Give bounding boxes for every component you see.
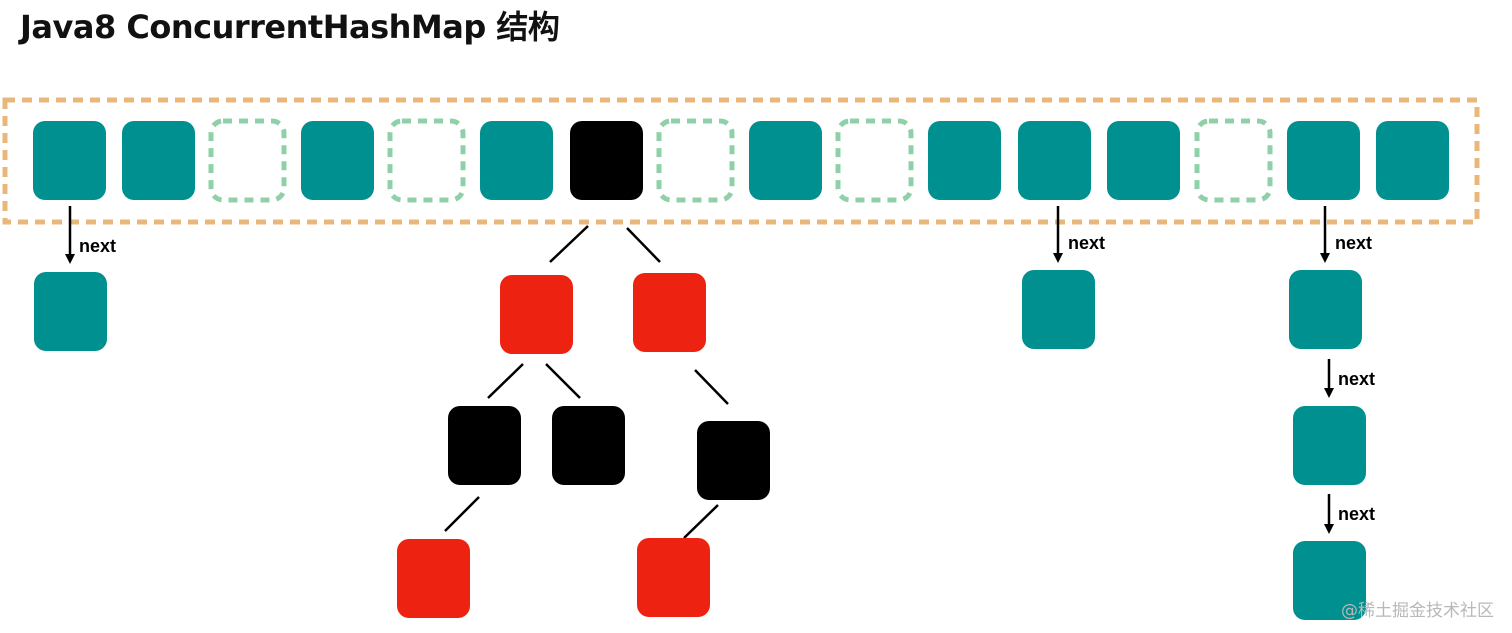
chain-node xyxy=(1293,406,1366,485)
tree-node-black xyxy=(448,406,521,485)
bucket-node xyxy=(480,121,553,200)
hash-table-slots xyxy=(33,118,1449,203)
chain-slot-14: next next next xyxy=(1289,206,1375,620)
chain-slot-0: next xyxy=(34,206,116,351)
tree-node-black xyxy=(697,421,770,500)
tree-node-black xyxy=(552,406,625,485)
next-label: next xyxy=(1068,233,1105,253)
bucket-node xyxy=(1107,121,1180,200)
tree-edge xyxy=(487,363,524,399)
bucket-node xyxy=(1376,121,1449,200)
tree-edge xyxy=(694,369,729,405)
tree-root-bucket xyxy=(570,121,643,200)
next-label: next xyxy=(1338,504,1375,524)
bucket-node xyxy=(122,121,195,200)
tree-edge xyxy=(626,227,661,263)
bucket-node xyxy=(928,121,1001,200)
next-label: next xyxy=(1338,369,1375,389)
next-label: next xyxy=(79,236,116,256)
empty-bucket xyxy=(1194,118,1273,203)
watermark: @稀土掘金技术社区 xyxy=(1341,601,1494,621)
bucket-node xyxy=(301,121,374,200)
chain-slot-11: next xyxy=(1022,206,1105,349)
chain-node xyxy=(1022,270,1095,349)
bucket-node xyxy=(33,121,106,200)
tree-edge xyxy=(545,363,581,399)
chain-node xyxy=(1289,270,1362,349)
tree-edge xyxy=(549,225,589,263)
empty-bucket xyxy=(656,118,735,203)
next-label: next xyxy=(1335,233,1372,253)
tree-node-red xyxy=(637,538,710,617)
chain-node xyxy=(1293,541,1366,620)
tree-edge xyxy=(683,504,719,539)
empty-bucket xyxy=(208,118,287,203)
chain-node xyxy=(34,272,107,351)
diagram-title: Java8 ConcurrentHashMap 结构 xyxy=(20,8,560,46)
tree-node-red xyxy=(633,273,706,352)
red-black-tree xyxy=(397,225,770,618)
bucket-node xyxy=(1287,121,1360,200)
empty-bucket xyxy=(835,118,914,203)
bucket-node xyxy=(749,121,822,200)
bucket-node xyxy=(1018,121,1091,200)
empty-bucket xyxy=(387,118,466,203)
tree-edge xyxy=(444,496,480,532)
tree-node-red xyxy=(397,539,470,618)
tree-node-red xyxy=(500,275,573,354)
hash-table-border xyxy=(2,97,1480,225)
